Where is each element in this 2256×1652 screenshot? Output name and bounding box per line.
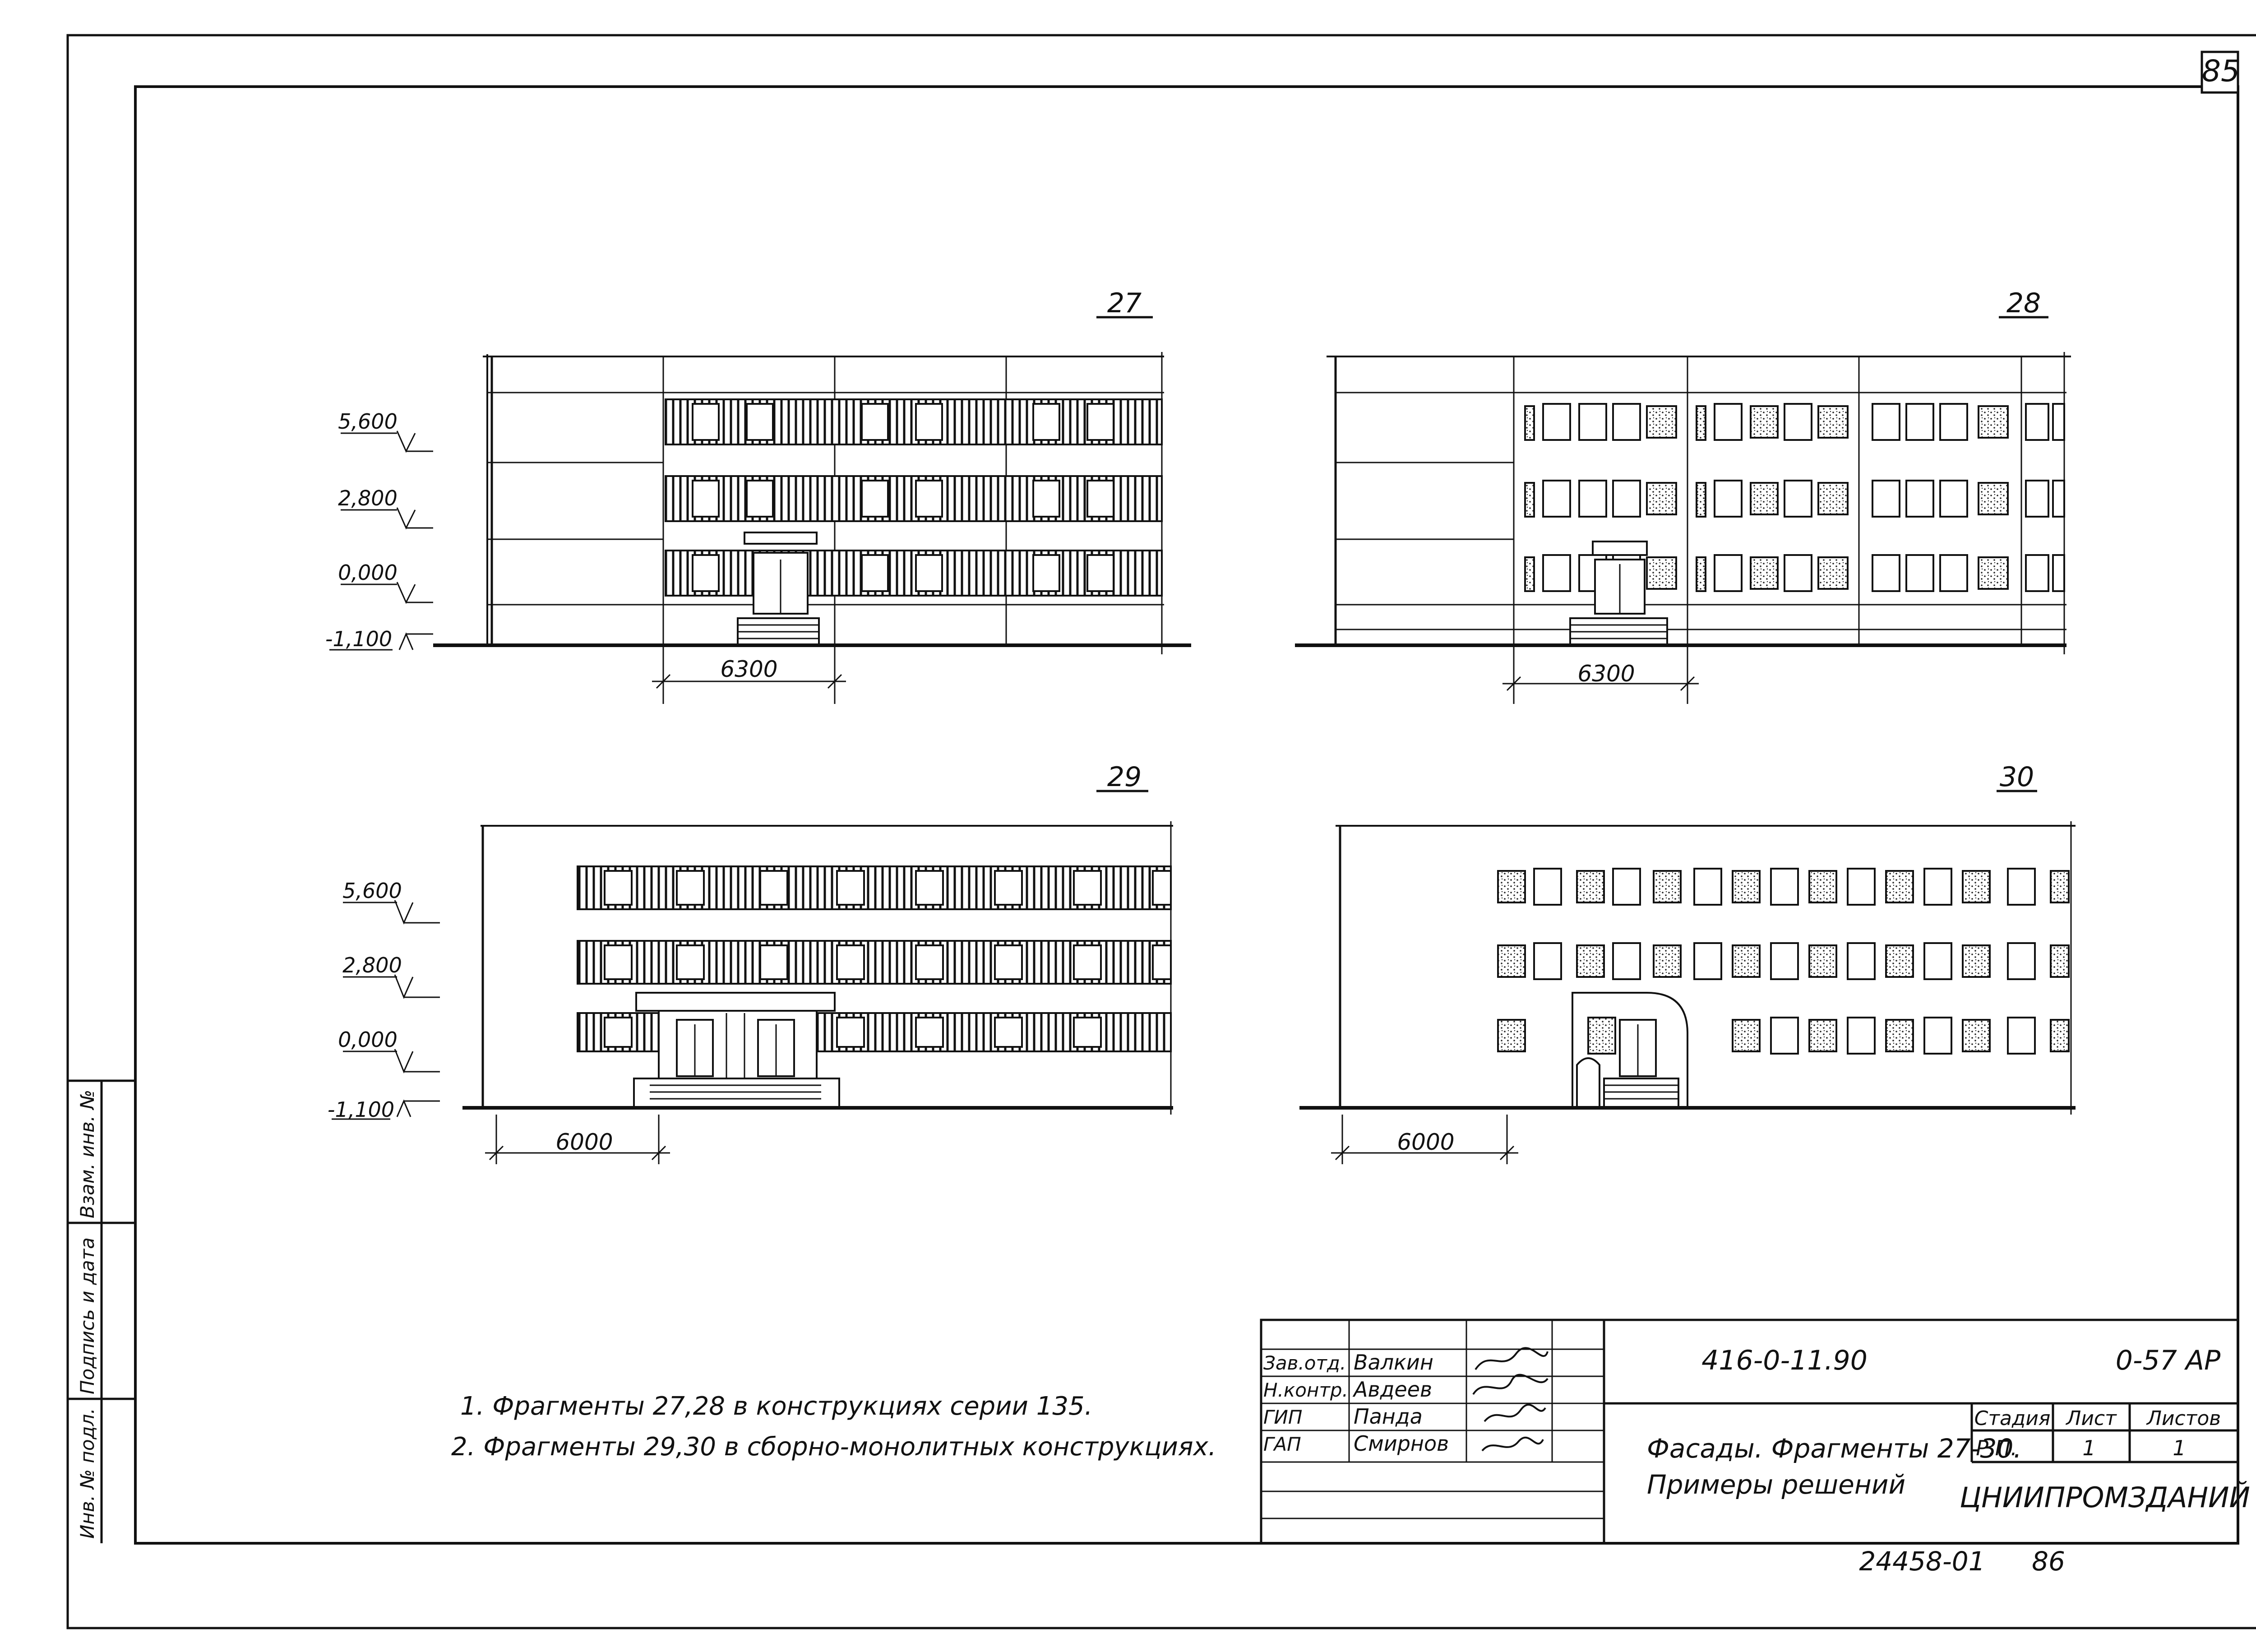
level-label: -1,100 bbox=[325, 627, 392, 651]
span-label: 6300 bbox=[1577, 661, 1635, 687]
facade-fragment-27: 27 bbox=[325, 287, 1191, 704]
sheets-value: 1 bbox=[2173, 1436, 2186, 1460]
signature-role: Зав.отд. bbox=[1263, 1352, 1346, 1374]
fragment-number: 29 bbox=[1107, 761, 1142, 793]
facade-fragment-30: 30 bbox=[1299, 761, 2076, 1164]
signature-name: Авдеев bbox=[1352, 1377, 1432, 1402]
organization-name: ЦНИИПРОМЗДАНИЙ bbox=[1960, 1481, 2250, 1514]
signature-name: Смирнов bbox=[1354, 1431, 1449, 1456]
notes: 1. Фрагменты 27,28 в конструкциях серии … bbox=[451, 1392, 1216, 1462]
signature-role: Н.контр. bbox=[1263, 1379, 1348, 1401]
level-label: 2,800 bbox=[342, 953, 402, 977]
document-code: 416-0-11.90 bbox=[1701, 1345, 1868, 1376]
level-label: 0,000 bbox=[338, 560, 398, 585]
fragment-number: 27 bbox=[1107, 287, 1142, 319]
page-number-corner: 85 bbox=[2202, 54, 2240, 88]
sheet-frame bbox=[66, 34, 2256, 1629]
sheet-value: 1 bbox=[2082, 1436, 2095, 1460]
page-number-bottom: 86 bbox=[2032, 1546, 2065, 1577]
strip-label-signature: Подпись и дата bbox=[76, 1237, 98, 1394]
stage-value: Р.П. bbox=[1976, 1436, 2017, 1460]
level-label: 0,000 bbox=[338, 1027, 398, 1052]
span-label: 6300 bbox=[720, 656, 777, 682]
level-marks: 5,600 2,800 0,000 -1,100 bbox=[328, 879, 440, 1122]
drawing-title-line-2: Примеры решений bbox=[1647, 1469, 1905, 1500]
title-block: Зав.отд. Валкин Н.контр. Авдеев ГИП Панд… bbox=[1260, 1319, 2250, 1543]
fragment-number: 30 bbox=[2000, 761, 2034, 793]
level-label: 5,600 bbox=[338, 409, 398, 434]
level-label: 2,800 bbox=[338, 486, 398, 510]
archive-code: 24458-01 bbox=[1859, 1546, 1985, 1577]
sheets-header: Листов bbox=[2146, 1407, 2221, 1430]
signature-role: ГИП bbox=[1263, 1406, 1302, 1428]
left-binding-strip: Инв. № подл. Подпись и дата Взам. инв. № bbox=[68, 1079, 135, 1543]
fragment-number: 28 bbox=[2006, 287, 2041, 319]
level-label: 5,600 bbox=[342, 879, 402, 903]
handwritten-signatures bbox=[1472, 1347, 1549, 1452]
signature-name: Валкин bbox=[1354, 1350, 1433, 1374]
level-label: -1,100 bbox=[328, 1097, 394, 1122]
drawing-title-line-1: Фасады. Фрагменты 27-30. bbox=[1647, 1433, 2022, 1464]
level-marks: 5,600 2,800 0,000 -1,100 bbox=[325, 409, 433, 651]
sheet-header: Лист bbox=[2065, 1407, 2117, 1430]
stage-header: Стадия bbox=[1974, 1407, 2051, 1430]
note-2: 2. Фрагменты 29,30 в сборно-монолитных к… bbox=[451, 1432, 1216, 1462]
signature-name: Панда bbox=[1354, 1404, 1423, 1429]
strip-label-inv-no: Инв. № подл. bbox=[76, 1408, 98, 1539]
facade-fragment-28: 28 bbox=[1295, 287, 2071, 704]
span-label: 6000 bbox=[1397, 1129, 1454, 1155]
strip-label-replaced-inv: Взам. инв. № bbox=[76, 1090, 98, 1218]
span-label: 6000 bbox=[555, 1129, 613, 1155]
sheet-code: 0-57 АР bbox=[2116, 1345, 2221, 1376]
note-1: 1. Фрагменты 27,28 в конструкциях серии … bbox=[460, 1392, 1092, 1421]
signature-role: ГАП bbox=[1263, 1433, 1301, 1455]
facade-fragment-29: 29 bbox=[328, 761, 1173, 1164]
